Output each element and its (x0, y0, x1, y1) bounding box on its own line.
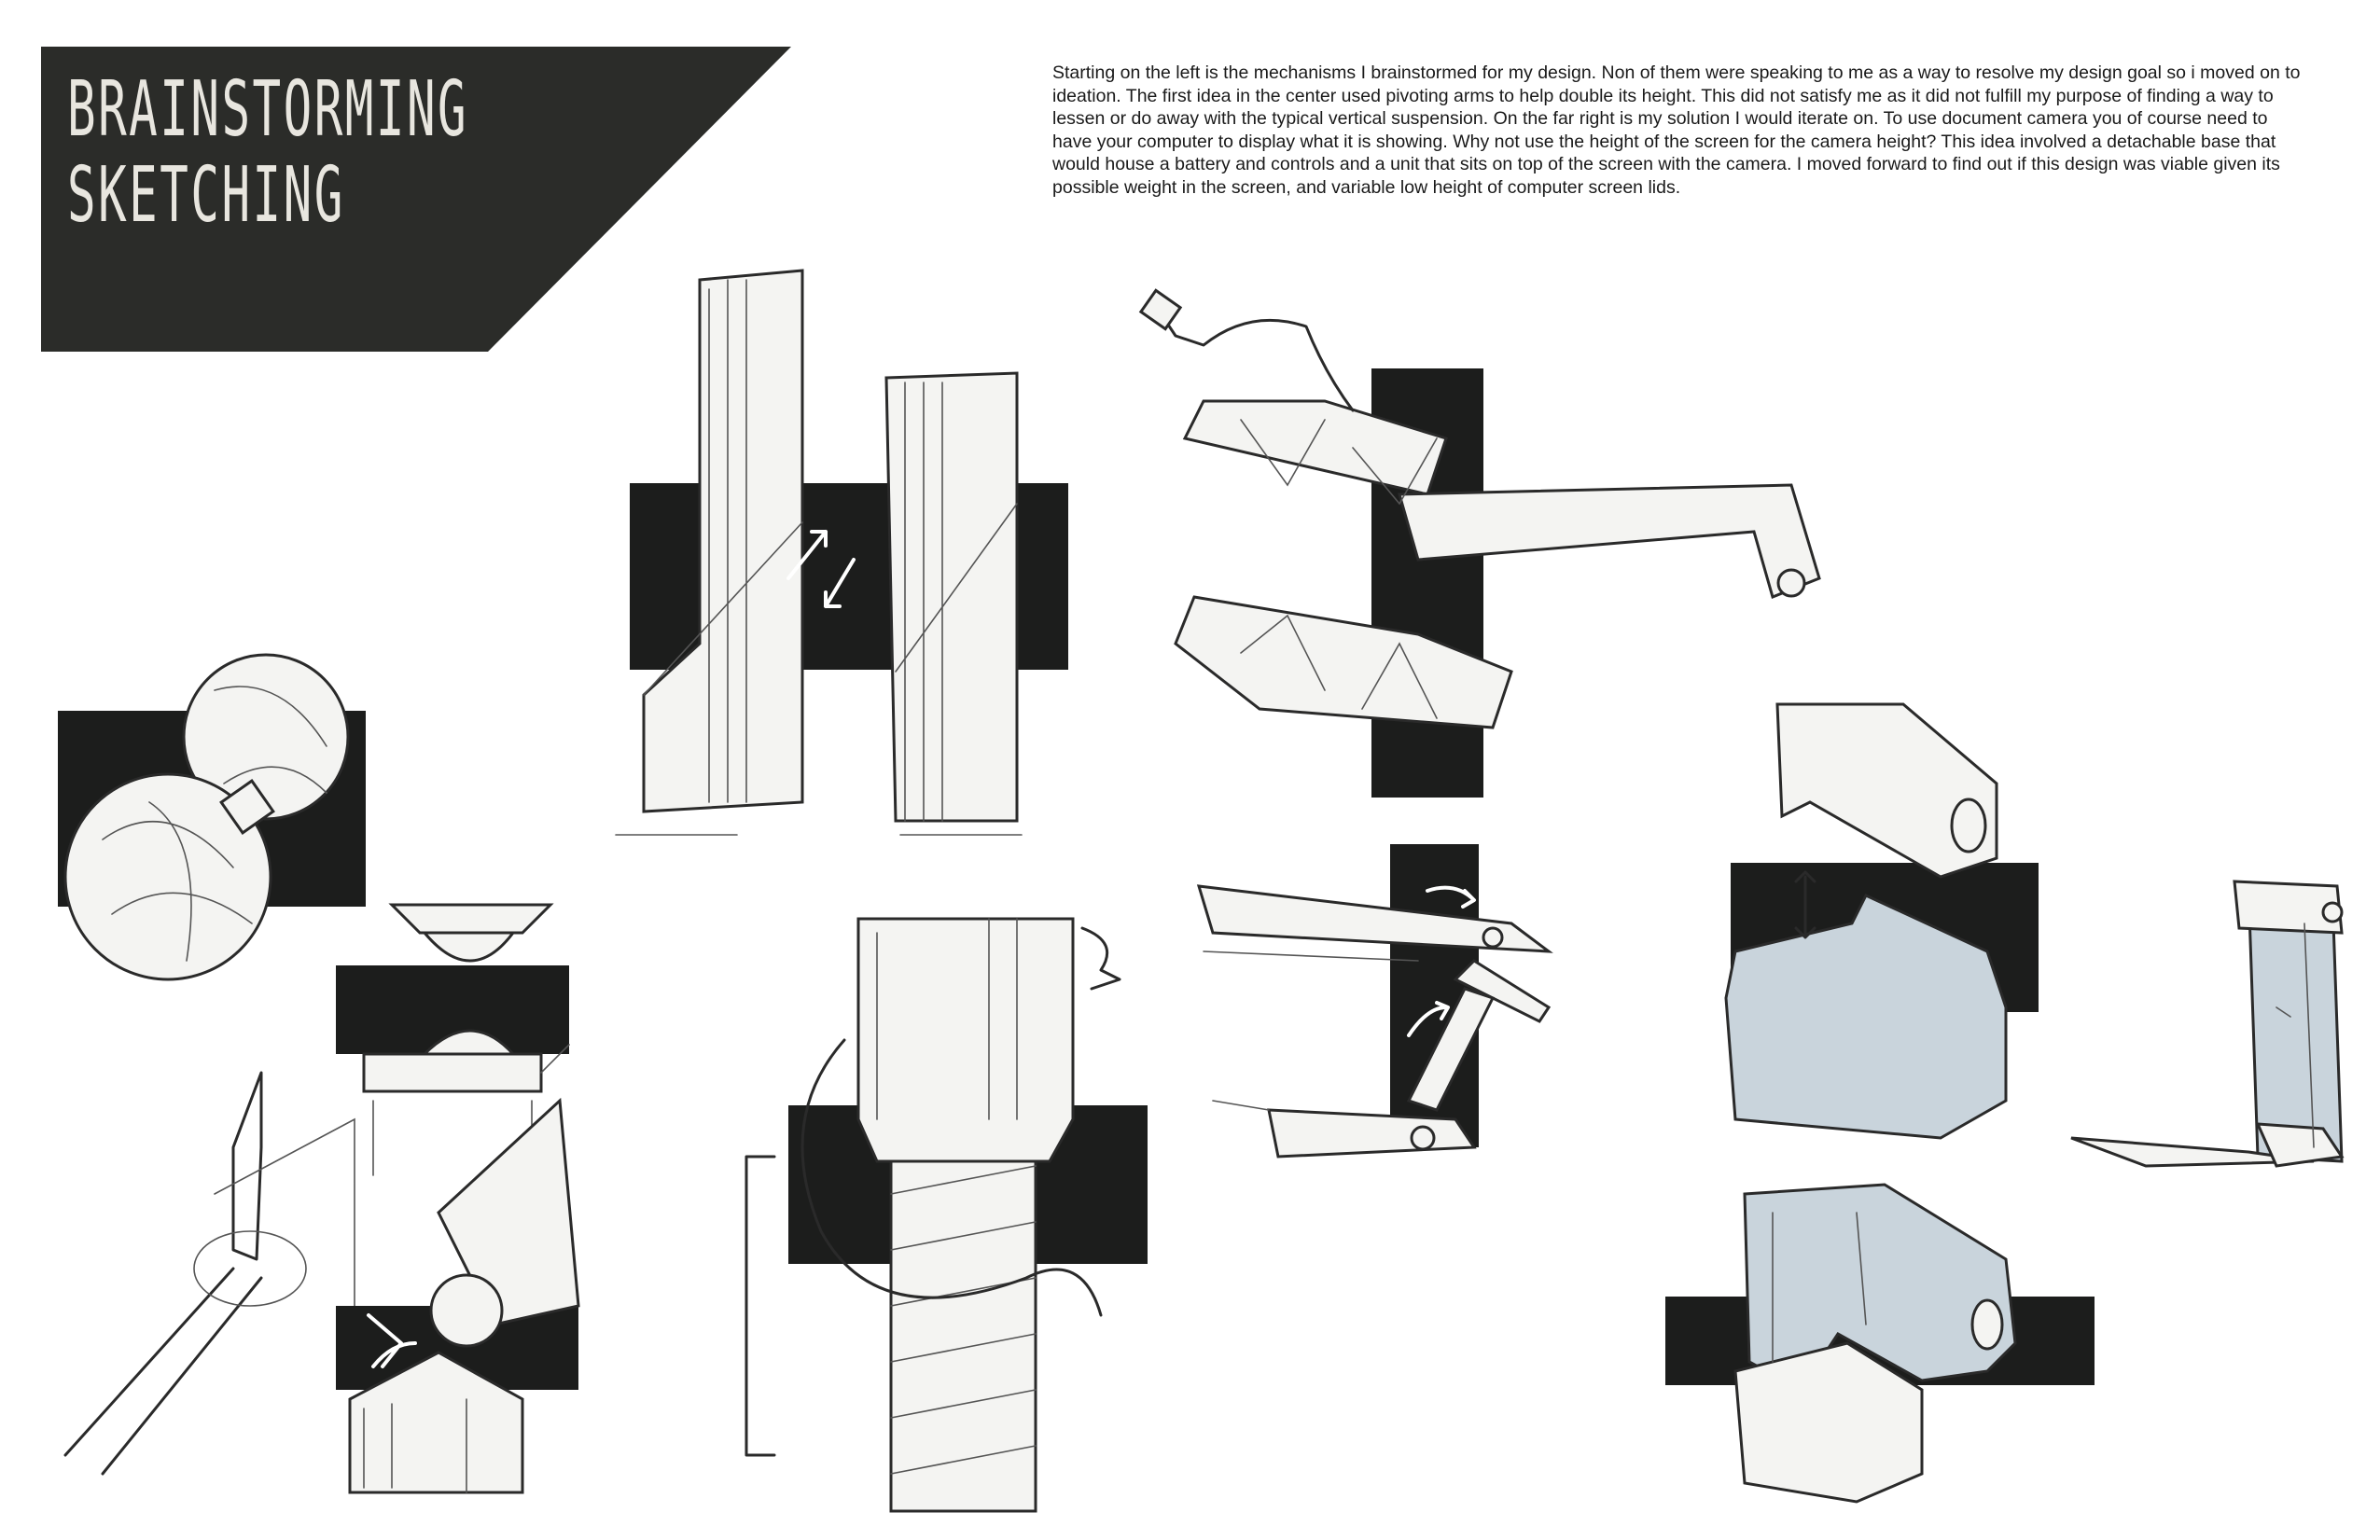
screw-drive-sketch (745, 917, 1148, 1513)
description-paragraph: Starting on the left is the mechanisms I… (1052, 62, 2301, 198)
hinge-arm-sketch (63, 1071, 355, 1476)
camera-unit-sketch (1665, 702, 2095, 1504)
page-title: BRAINSTORMING SKETCHING (67, 67, 468, 239)
scissor-arms-sketch (1196, 844, 1553, 1158)
wedge-joint-sketch (336, 1097, 580, 1494)
title-line-2: SKETCHING (67, 151, 345, 240)
pivot-arm-trays-sketch (1138, 288, 1821, 798)
ball-joint-sketch (58, 653, 366, 981)
pivot-joint-sketch (336, 903, 570, 1176)
sliding-beams-sketch (615, 269, 1068, 836)
laptop-camera-sketch (2070, 880, 2345, 1168)
title-line-1: BRAINSTORMING (67, 65, 469, 154)
